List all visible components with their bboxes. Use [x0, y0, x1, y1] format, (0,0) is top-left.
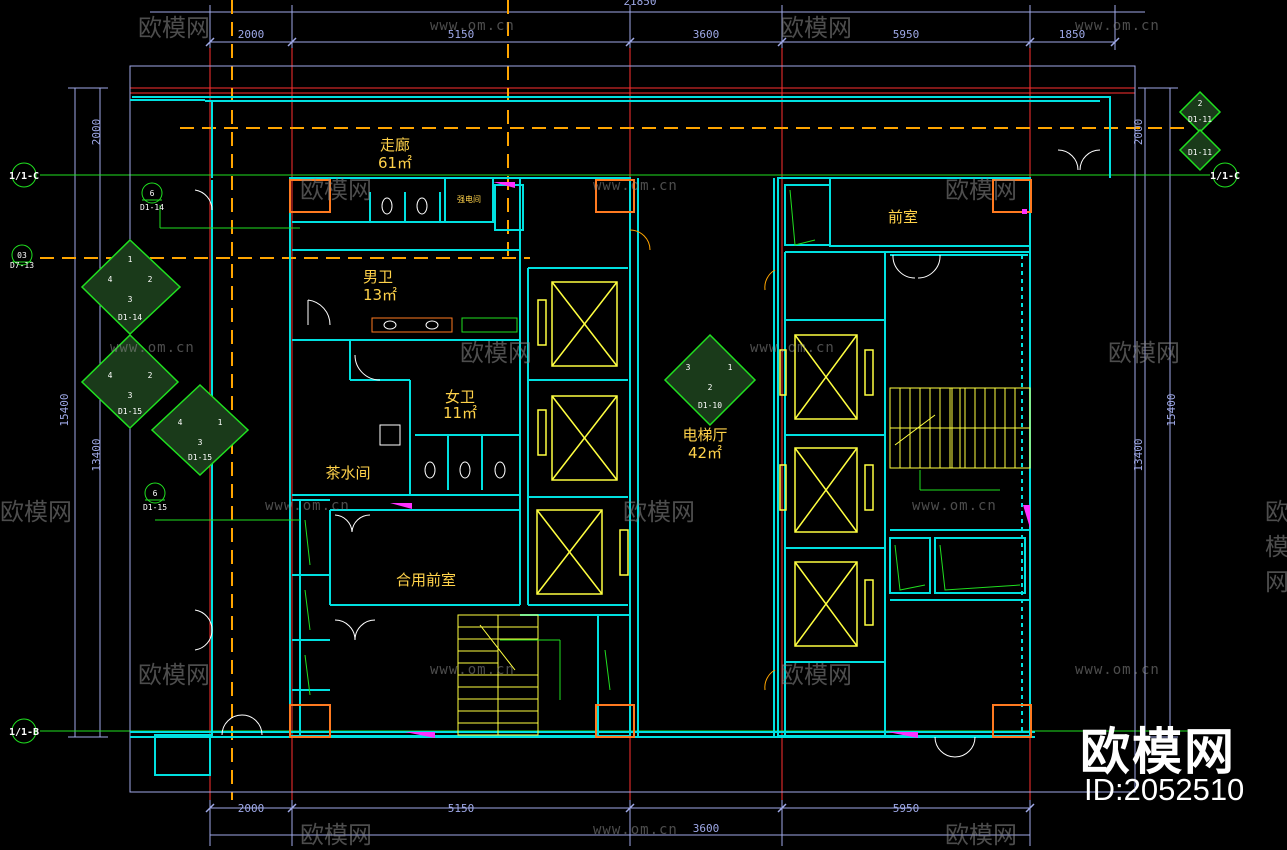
cluster-a-n3: 3 — [128, 295, 133, 304]
watermark-brand: 欧模网 — [460, 339, 532, 367]
watermark-brand: 欧模网 — [138, 661, 210, 689]
columns — [289, 179, 1032, 738]
elevator-cars — [536, 281, 874, 647]
watermark-url: www.om.cn — [265, 498, 350, 514]
dim-bottom-1: 2000 — [238, 802, 265, 815]
room-men-area: 13㎡ — [363, 286, 397, 304]
cluster-a-ref: D1-14 — [118, 313, 142, 322]
dimension-lines — [68, 5, 1178, 846]
dim-left-b: 13400 — [90, 438, 103, 471]
tag1-ref: D1-14 — [140, 203, 164, 212]
axis-b-left: 1/1-B — [9, 727, 39, 738]
right-tag-ref-b: D1-11 — [1188, 148, 1212, 157]
tag5-ref: D1-15 — [143, 503, 167, 512]
fixtures — [371, 197, 518, 479]
center-lines — [40, 0, 1190, 800]
room-women-name: 女卫 — [445, 388, 475, 406]
cluster-c-n3: 3 — [198, 438, 203, 447]
watermark-brand: 欧模网 — [623, 498, 695, 526]
watermark-brand: 欧模网 — [780, 14, 852, 42]
dim-top-2: 5150 — [448, 28, 475, 41]
watermark-brand: 欧模网 — [945, 821, 1017, 849]
cluster-b-n3: 3 — [128, 391, 133, 400]
watermark-brand: 欧模网 — [780, 661, 852, 689]
room-shaft: 强电间 — [457, 194, 481, 204]
axis-c-right: 1/1-C — [1210, 171, 1240, 182]
cluster-d-n2: 2 — [708, 383, 713, 392]
room-corridor-name: 走廊 — [380, 136, 410, 154]
room-shared-lobby: 合用前室 — [396, 571, 456, 589]
watermark-url: www.om.cn — [430, 662, 515, 678]
watermark-url: www.om.cn — [1075, 18, 1160, 34]
watermark-url: www.om.cn — [110, 340, 195, 356]
watermark-url: www.om.cn — [912, 498, 997, 514]
dim-top-1: 2000 — [238, 28, 265, 41]
dim-top-3: 3600 — [693, 28, 720, 41]
watermark-brand: 欧模网 — [945, 176, 1017, 204]
detail-tags — [80, 90, 1222, 477]
watermark-brand: 欧模网 — [300, 176, 372, 204]
room-elevator-hall-name: 电梯厅 — [682, 426, 727, 444]
dim-top-5: 1850 — [1059, 28, 1086, 41]
watermark-brand: 欧模网 — [300, 821, 372, 849]
cluster-a-n4: 4 — [108, 275, 113, 284]
room-elevator-hall-area: 42㎡ — [688, 444, 722, 462]
tag1-num: 6 — [150, 189, 155, 198]
room-men-name: 男卫 — [363, 268, 393, 286]
right-tag-ref-a: D1-11 — [1188, 115, 1212, 124]
cluster-d-n3: 3 — [686, 363, 691, 372]
cluster-c-n4: 4 — [178, 418, 183, 427]
watermark-brand: 欧模网 — [1265, 498, 1287, 596]
cluster-c-ref: D1-15 — [188, 453, 212, 462]
watermark-brand: 欧模网 — [0, 498, 72, 526]
doors — [194, 149, 1101, 758]
watermark-url: www.om.cn — [593, 822, 678, 838]
structural-grid — [130, 48, 1135, 800]
axis-c-left: 1/1-C — [9, 171, 39, 182]
room-front: 前室 — [888, 208, 918, 226]
room-tea: 茶水间 — [325, 464, 370, 482]
dim-top-4: 5950 — [893, 28, 920, 41]
watermark-url: www.om.cn — [750, 340, 835, 356]
room-women-area: 11㎡ — [443, 404, 477, 422]
tag5-num: 6 — [153, 489, 158, 498]
dim-bottom-2: 5150 — [448, 802, 475, 815]
dim-bottom-3: 3600 — [693, 822, 720, 835]
stairs — [457, 387, 1031, 736]
cluster-c-n1: 1 — [218, 418, 223, 427]
dim-bottom-4: 5950 — [893, 802, 920, 815]
watermark-brand: 欧模网 — [1108, 339, 1180, 367]
level-num: 03 — [17, 251, 27, 260]
dimension-labels: 21850 2000 5150 3600 5950 1850 2000 5150… — [58, 0, 1178, 835]
level-ref: D7-13 — [10, 261, 34, 270]
watermark-url: www.om.cn — [430, 18, 515, 34]
cluster-d-ref: D1-10 — [698, 401, 722, 410]
dim-right-c: 15400 — [1165, 393, 1178, 426]
dim-top-total: 21850 — [623, 0, 656, 8]
watermark-url: www.om.cn — [1075, 662, 1160, 678]
dim-right-a: 2000 — [1132, 119, 1145, 146]
cluster-d-n1: 1 — [728, 363, 733, 372]
dim-left-c: 15400 — [58, 393, 71, 426]
cluster-a-n2: 2 — [148, 275, 153, 284]
room-labels: 走廊 61㎡ 男卫 13㎡ 女卫 11㎡ 茶水间 合用前室 电梯厅 42㎡ 前室 — [325, 136, 918, 589]
model-id: ID:2052510 — [1084, 772, 1245, 807]
walls — [130, 96, 1111, 776]
cluster-b-ref: D1-15 — [118, 407, 142, 416]
dim-left-a: 2000 — [90, 119, 103, 146]
brand-logo-text: 欧模网 — [1080, 723, 1236, 781]
watermark-url: www.om.cn — [593, 178, 678, 194]
dim-right-b: 13400 — [1132, 438, 1145, 471]
markers — [390, 182, 1030, 738]
watermark-brand: 欧模网 — [138, 14, 210, 42]
room-corridor-area: 61㎡ — [378, 154, 412, 172]
cluster-b-n4: 4 — [108, 371, 113, 380]
cluster-a-n1: 1 — [128, 255, 133, 264]
cluster-b-n2: 2 — [148, 371, 153, 380]
right-tag-num: 2 — [1198, 99, 1203, 108]
